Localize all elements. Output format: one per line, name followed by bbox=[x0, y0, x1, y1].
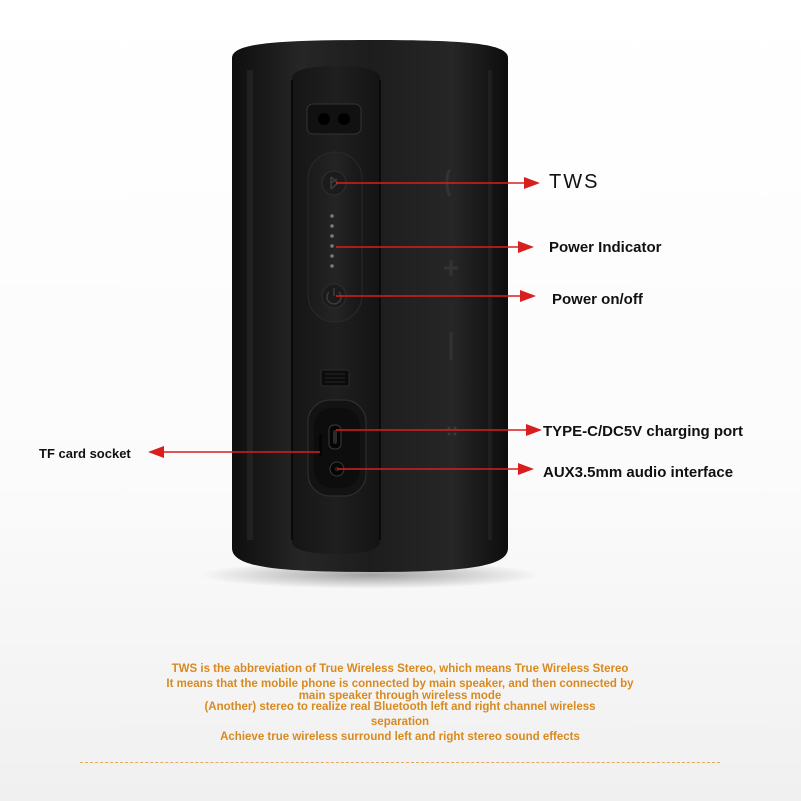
description-line: separation bbox=[370, 716, 430, 728]
callout-power-onoff: Power on/off bbox=[552, 291, 643, 308]
plus-icon bbox=[444, 260, 458, 276]
callout-arrows bbox=[148, 177, 542, 475]
callout-tf-card: TF card socket bbox=[39, 446, 131, 461]
usb-c-port-icon bbox=[328, 424, 342, 450]
lanyard-loop-icon bbox=[306, 103, 362, 135]
control-panel bbox=[307, 151, 363, 323]
callout-power-indicator: Power Indicator bbox=[549, 239, 662, 256]
tf-card-slot-icon bbox=[319, 434, 322, 456]
callout-tws: TWS bbox=[549, 171, 600, 193]
port-cover bbox=[307, 399, 367, 497]
description-line: main speaker through wireless mode bbox=[298, 690, 502, 702]
tws-description: TWS is the abbreviation of True Wireless… bbox=[120, 662, 680, 745]
speaker-body bbox=[232, 40, 508, 572]
callout-aux: AUX3.5mm audio interface bbox=[543, 464, 734, 481]
callout-typec-port: TYPE-C/DC5V charging port bbox=[543, 423, 744, 440]
power-indicator-leds bbox=[330, 214, 334, 268]
description-line: TWS is the abbreviation of True Wireless… bbox=[171, 663, 629, 675]
description-line: (Another) stereo to realize real Bluetoo… bbox=[204, 701, 596, 713]
dashed-divider bbox=[80, 762, 720, 763]
description-line: It means that the mobile phone is connec… bbox=[166, 678, 634, 690]
vent-slot-icon bbox=[320, 369, 350, 387]
play-pause-icon bbox=[447, 426, 457, 436]
description-line: Achieve true wireless surround left and … bbox=[220, 731, 580, 743]
